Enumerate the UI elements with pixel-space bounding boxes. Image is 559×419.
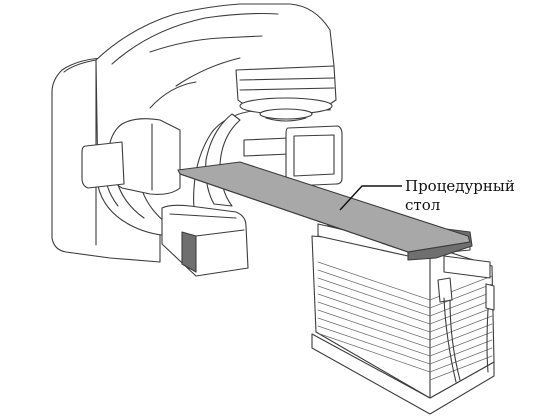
couch-base xyxy=(311,235,495,415)
treatment-head xyxy=(235,65,337,122)
callout-label-line2: стол xyxy=(405,196,440,214)
kv-source-arm xyxy=(81,118,181,195)
callout: Процедурный стол xyxy=(339,177,515,214)
callout-leader-line xyxy=(339,185,402,211)
gantry-front-cover xyxy=(161,204,249,277)
callout-label-line1: Процедурный xyxy=(405,177,515,195)
imaging-panel xyxy=(243,125,343,187)
procedure-table xyxy=(177,161,471,253)
couch-bellows-pleats xyxy=(317,261,493,381)
